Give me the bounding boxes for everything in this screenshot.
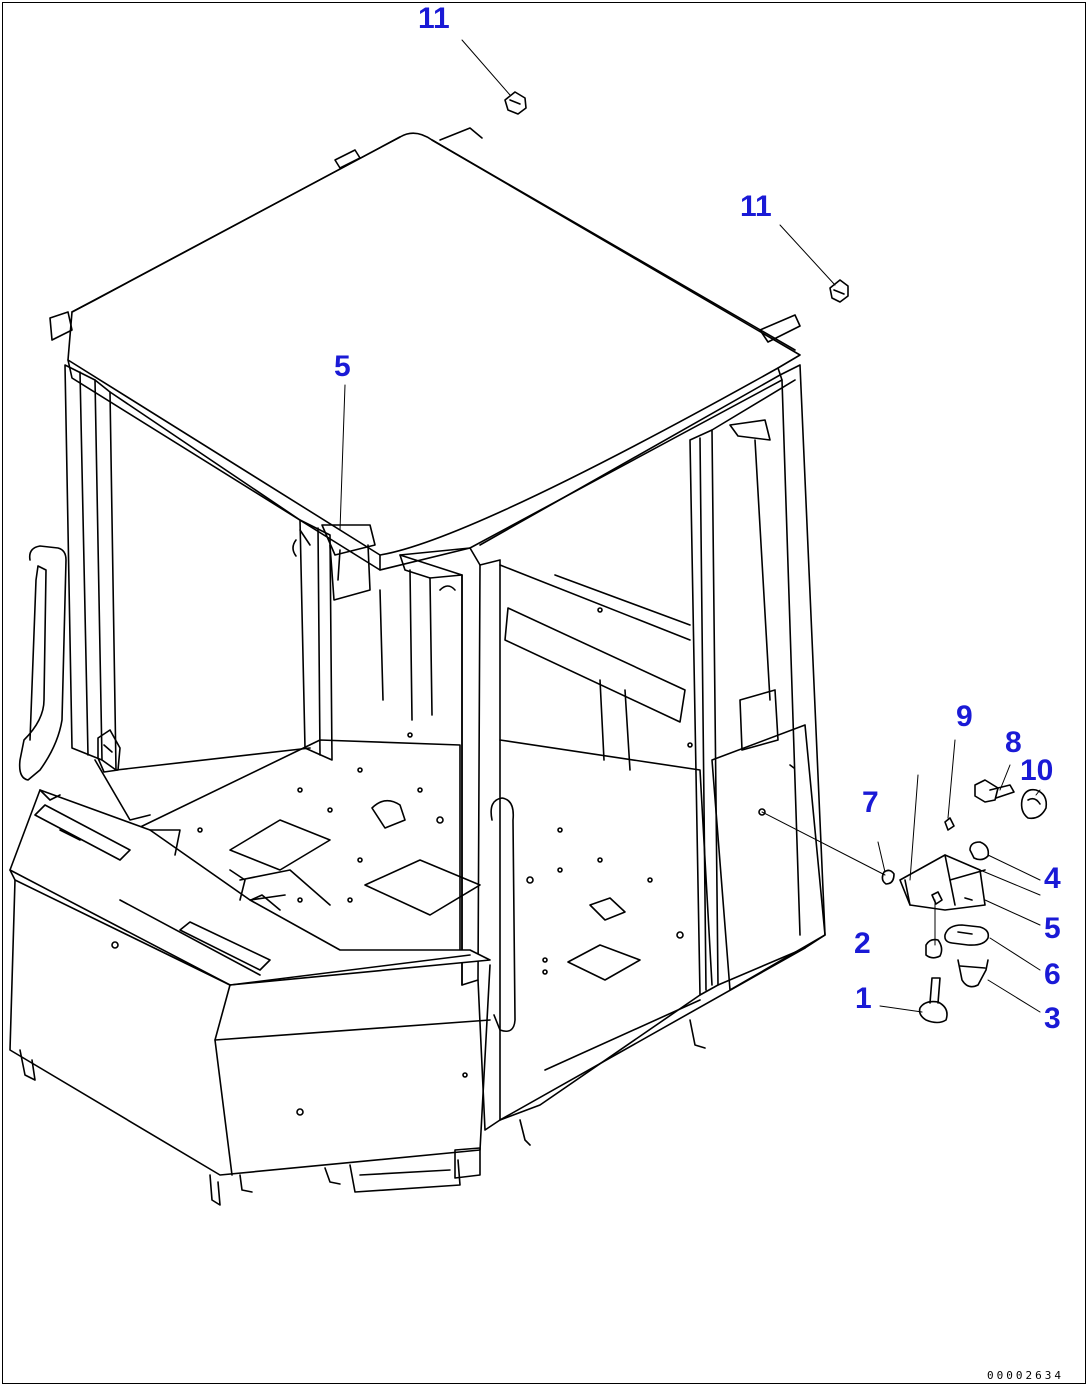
cab-right-lower-panel <box>711 724 826 991</box>
callout-8: 8 <box>1005 726 1022 759</box>
callout-11-roof-rivet-right: 11 <box>740 190 772 223</box>
mirror-bracket-left <box>94 729 151 821</box>
callout-6: 6 <box>1044 958 1061 991</box>
callout-9: 9 <box>956 700 973 733</box>
rivet-11-top <box>504 91 527 115</box>
exploded-hardware <box>761 774 1048 1024</box>
door-handle <box>490 797 516 1033</box>
cab-left-pillars <box>64 364 333 771</box>
cab-roof <box>49 127 801 571</box>
rear-inner-panel <box>504 574 691 771</box>
callout-5-bracket: 5 <box>1044 912 1061 945</box>
callout-1: 1 <box>855 982 872 1015</box>
front-console <box>9 789 706 1206</box>
callout-3: 3 <box>1044 1002 1061 1035</box>
callout-7: 7 <box>862 786 879 819</box>
rivet-11-right <box>829 279 849 303</box>
callout-2: 2 <box>854 927 871 960</box>
callout-11-roof-rivet-top: 11 <box>418 2 450 35</box>
handrail-left <box>18 545 67 781</box>
leader-lines <box>339 39 1041 1013</box>
callout-5-inner-bracket: 5 <box>334 350 351 383</box>
drawing-number: 00002634 <box>987 1369 1064 1382</box>
inner-pillar-bracket <box>292 524 384 701</box>
callout-10: 10 <box>1020 754 1054 787</box>
callout-4: 4 <box>1044 862 1061 895</box>
